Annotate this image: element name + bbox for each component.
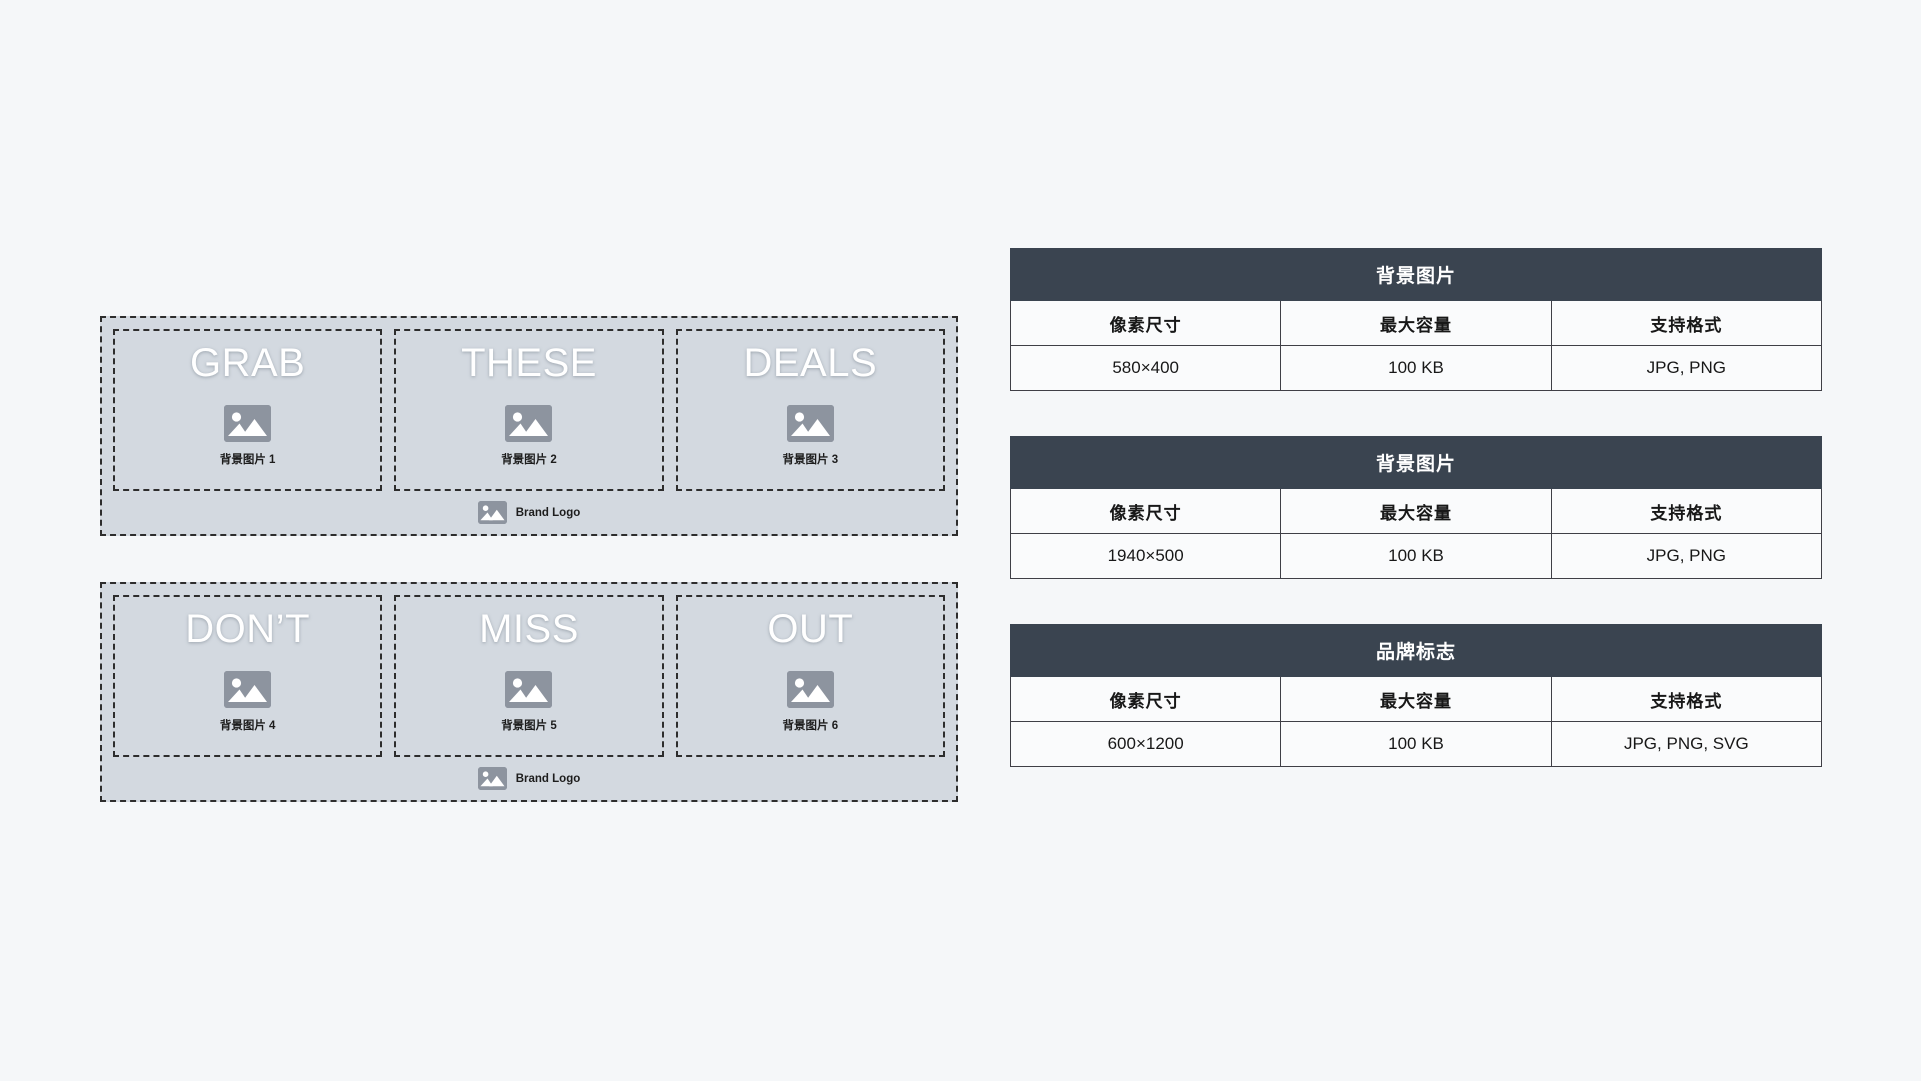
- banner-1-panel-2[interactable]: THESE 背景图片 2: [394, 329, 664, 491]
- spec-table-title: 背景图片: [1010, 436, 1822, 489]
- panel-headline-word: MISS: [479, 607, 579, 651]
- column-header-formats: 支持格式: [1550, 676, 1823, 722]
- table-row: 1940×500 100 KB JPG, PNG: [1009, 533, 1823, 579]
- banner-2-panel-row: DON’T 背景图片 4 MISS: [113, 595, 945, 757]
- banner-mockup-2[interactable]: DON’T 背景图片 4 MISS: [100, 582, 958, 802]
- column-header-pixel-size: 像素尺寸: [1009, 300, 1282, 346]
- brand-logo-label: Brand Logo: [515, 506, 581, 519]
- panel-caption: 背景图片 1: [219, 454, 276, 466]
- column-header-pixel-size: 像素尺寸: [1009, 676, 1282, 722]
- image-placeholder-icon: [477, 501, 507, 524]
- value-pixel-size: 580×400: [1009, 345, 1282, 391]
- value-pixel-size: 600×1200: [1009, 721, 1282, 767]
- image-placeholder-icon: [505, 405, 553, 442]
- panel-image-slot[interactable]: 背景图片 2: [501, 405, 557, 467]
- value-max-size: 100 KB: [1280, 345, 1552, 391]
- panel-caption: 背景图片 2: [501, 454, 557, 466]
- column-header-max-size: 最大容量: [1280, 488, 1552, 534]
- banner-2-panel-1[interactable]: DON’T 背景图片 4: [113, 595, 383, 757]
- spec-table-title: 背景图片: [1010, 248, 1822, 301]
- table-header-row: 像素尺寸 最大容量 支持格式: [1009, 300, 1823, 346]
- panel-caption: 背景图片 6: [782, 720, 839, 732]
- table-header-row: 像素尺寸 最大容量 支持格式: [1009, 488, 1823, 534]
- image-placeholder-icon: [505, 671, 553, 708]
- value-max-size: 100 KB: [1280, 721, 1552, 767]
- column-header-formats: 支持格式: [1550, 488, 1823, 534]
- panel-headline-word: DON’T: [185, 607, 311, 651]
- table-title-row: 背景图片: [1010, 248, 1822, 301]
- table-row: 600×1200 100 KB JPG, PNG, SVG: [1009, 721, 1823, 767]
- banner-1-panel-1[interactable]: GRAB 背景图片 1: [113, 329, 383, 491]
- table-title-row: 品牌标志: [1010, 624, 1822, 677]
- spec-table-2: 背景图片 像素尺寸 最大容量 支持格式 1940×500 100 KB JPG,…: [1009, 436, 1823, 579]
- banner-mockups-column: GRAB 背景图片 1 THESE: [100, 316, 958, 848]
- banner-2-brand-logo-slot[interactable]: Brand Logo: [113, 757, 945, 800]
- panel-headline-word: GRAB: [189, 341, 306, 385]
- banner-mockup-1[interactable]: GRAB 背景图片 1 THESE: [100, 316, 958, 536]
- panel-headline-word: OUT: [767, 607, 854, 651]
- panel-image-slot[interactable]: 背景图片 5: [501, 671, 557, 733]
- panel-caption: 背景图片 3: [782, 454, 839, 466]
- image-placeholder-icon: [786, 671, 834, 708]
- column-header-max-size: 最大容量: [1280, 676, 1552, 722]
- banner-2-panel-3[interactable]: OUT 背景图片 6: [675, 595, 945, 757]
- brand-logo-label: Brand Logo: [515, 772, 581, 785]
- panel-headline-word: THESE: [461, 341, 597, 385]
- column-header-formats: 支持格式: [1550, 300, 1823, 346]
- image-placeholder-icon: [786, 405, 834, 442]
- image-placeholder-icon: [224, 405, 272, 442]
- banner-1-panel-row: GRAB 背景图片 1 THESE: [113, 329, 945, 491]
- column-header-pixel-size: 像素尺寸: [1009, 488, 1282, 534]
- panel-image-slot[interactable]: 背景图片 4: [219, 671, 276, 733]
- panel-image-slot[interactable]: 背景图片 3: [782, 405, 839, 467]
- value-formats: JPG, PNG, SVG: [1550, 721, 1823, 767]
- table-title-row: 背景图片: [1010, 436, 1822, 489]
- panel-image-slot[interactable]: 背景图片 6: [782, 671, 839, 733]
- spec-table-title: 品牌标志: [1010, 624, 1822, 677]
- spec-tables-column: 背景图片 像素尺寸 最大容量 支持格式 580×400 100 KB JPG, …: [1009, 248, 1823, 812]
- spec-table-3: 品牌标志 像素尺寸 最大容量 支持格式 600×1200 100 KB JPG,…: [1009, 624, 1823, 767]
- banner-1-brand-logo-slot[interactable]: Brand Logo: [113, 491, 945, 534]
- spec-table-1: 背景图片 像素尺寸 最大容量 支持格式 580×400 100 KB JPG, …: [1009, 248, 1823, 391]
- value-formats: JPG, PNG: [1550, 345, 1823, 391]
- panel-headline-word: DEALS: [743, 341, 878, 385]
- column-header-max-size: 最大容量: [1280, 300, 1552, 346]
- banner-2-panel-2[interactable]: MISS 背景图片 5: [394, 595, 664, 757]
- image-placeholder-icon: [224, 671, 272, 708]
- panel-image-slot[interactable]: 背景图片 1: [219, 405, 276, 467]
- value-formats: JPG, PNG: [1550, 533, 1823, 579]
- value-max-size: 100 KB: [1280, 533, 1552, 579]
- table-row: 580×400 100 KB JPG, PNG: [1009, 345, 1823, 391]
- panel-caption: 背景图片 4: [219, 720, 276, 732]
- table-header-row: 像素尺寸 最大容量 支持格式: [1009, 676, 1823, 722]
- panel-caption: 背景图片 5: [501, 720, 557, 732]
- image-placeholder-icon: [477, 767, 507, 790]
- value-pixel-size: 1940×500: [1009, 533, 1282, 579]
- banner-1-panel-3[interactable]: DEALS 背景图片 3: [675, 329, 945, 491]
